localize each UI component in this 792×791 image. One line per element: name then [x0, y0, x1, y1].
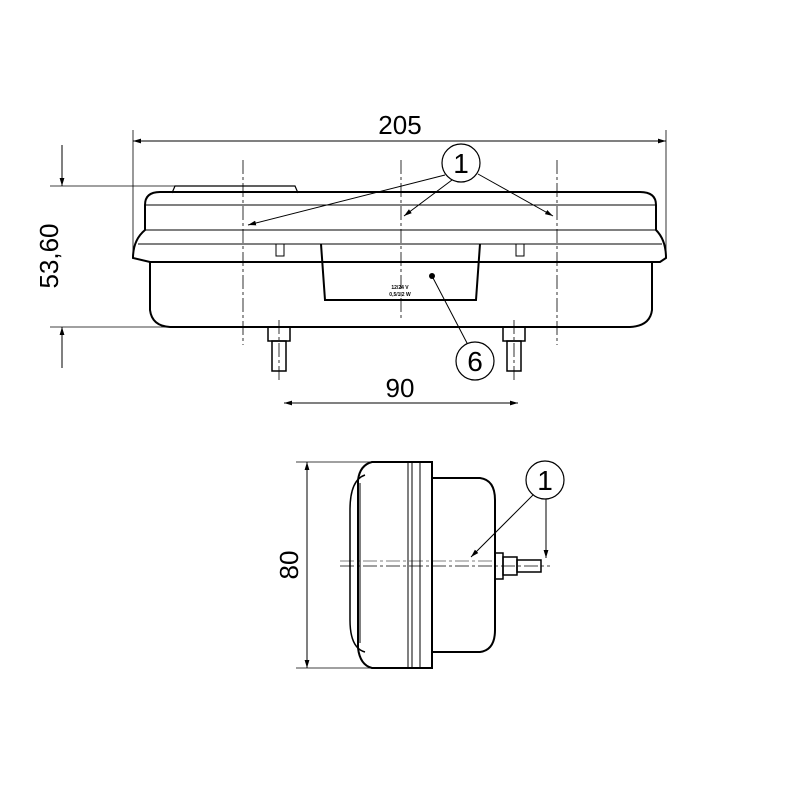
dimension-height: [50, 145, 175, 368]
label-line1: 12/24 V: [391, 285, 409, 291]
dimension-depth-label: 80: [274, 551, 304, 580]
dimension-width: [132, 130, 667, 258]
callout-1-top: [247, 143, 554, 226]
callout-1-side: [470, 460, 565, 558]
dimension-depth: [296, 461, 372, 669]
callout-6: [431, 275, 495, 381]
front-view: [131, 160, 668, 380]
callout-1-side-label: 1: [537, 465, 553, 496]
callout-6-label: 6: [467, 346, 483, 377]
dimension-height-label: 53,60: [34, 223, 64, 288]
label-line2: 0,5/1,2 W: [389, 292, 411, 298]
callout-1-top-label: 1: [453, 148, 469, 179]
side-view: [340, 461, 550, 669]
dimension-width-label: 205: [378, 110, 421, 140]
dimension-stud-spacing-label: 90: [386, 373, 415, 403]
label-plate: [320, 243, 481, 301]
